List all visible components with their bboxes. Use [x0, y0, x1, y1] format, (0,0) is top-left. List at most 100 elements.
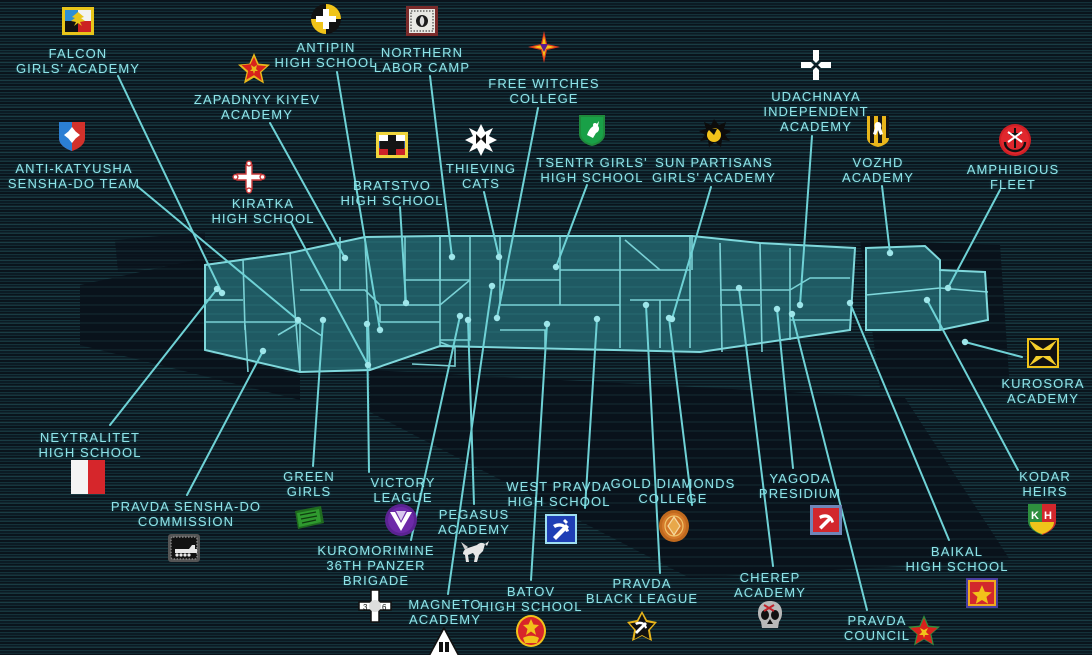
- split-cross-icon[interactable]: [799, 48, 833, 82]
- sun-splatter-icon[interactable]: [697, 118, 731, 152]
- antipin-cross-circle-icon[interactable]: [309, 2, 343, 36]
- svg-text:K: K: [1031, 510, 1039, 522]
- faction-label-pegasus-academy[interactable]: PEGASUS ACADEMY: [438, 507, 510, 537]
- skull-icon[interactable]: [753, 598, 787, 632]
- faction-label-zapadnyy-kiyev-academy[interactable]: ZAPADNYY KIYEV ACADEMY: [193, 92, 321, 122]
- faction-label-victory-league[interactable]: VICTORY LEAGUE: [370, 475, 436, 505]
- faction-label-kodar-heirs[interactable]: KODAR HEIRS: [1019, 469, 1071, 499]
- leader-line-zapadnyy-kiyev-academy: [269, 122, 346, 259]
- faction-label-northern-labor-camp[interactable]: NORTHERN LABOR CAMP: [373, 45, 471, 75]
- faction-label-west-pravda-high-school[interactable]: WEST PRAVDA HIGH SCHOOL: [506, 479, 612, 509]
- baikal-red-plaque-icon[interactable]: [965, 576, 999, 610]
- neytralitet-flag-icon[interactable]: [71, 460, 105, 494]
- malta-shield-icon[interactable]: [55, 118, 89, 152]
- leader-line-batov-high-school: [530, 323, 548, 581]
- faction-label-thieving-cats[interactable]: THIEVING CATS: [445, 161, 517, 191]
- four-point-star-icon[interactable]: [527, 30, 561, 64]
- leader-line-falcon-girls-academy: [117, 75, 223, 294]
- leader-line-pravda-council: [791, 313, 868, 611]
- leader-dot-group: [213, 249, 969, 369]
- black-league-icon[interactable]: [625, 610, 659, 644]
- faction-label-batov-high-school[interactable]: BATOV HIGH SCHOOL: [479, 584, 583, 614]
- leader-dot-bratstvo-high-school: [402, 299, 410, 307]
- labor-camp-stamp-icon[interactable]: [405, 4, 439, 38]
- pravda-star-icon[interactable]: [907, 614, 941, 648]
- leader-line-vozhd-academy: [881, 185, 891, 254]
- faction-label-amphibious-fleet[interactable]: AMPHIBIOUS FLEET: [966, 162, 1060, 192]
- anchor-red-circle-icon[interactable]: [998, 123, 1032, 157]
- leader-dot-yagoda-presidium: [773, 305, 781, 313]
- leader-dot-northern-labor-camp: [448, 253, 456, 261]
- leader-dot-batov-high-school: [543, 320, 551, 328]
- falcon-banner-icon[interactable]: [61, 4, 95, 38]
- leader-dot-kuromorimine-36th-panzer-brigade: [456, 312, 464, 320]
- red-star-gold-icon[interactable]: [237, 52, 271, 86]
- leader-line-anti-katyusha-sensha-do-team: [136, 185, 299, 321]
- leader-line-kodar-heirs: [926, 299, 1019, 471]
- faction-label-pravda-council[interactable]: PRAVDA COUNCIL: [843, 613, 911, 643]
- leader-dot-baikal-high-school: [846, 299, 854, 307]
- ornate-cross-icon[interactable]: [232, 160, 266, 194]
- faction-label-free-witches-college[interactable]: FREE WITCHES COLLEGE: [488, 76, 600, 106]
- faction-label-yagoda-presidium[interactable]: YAGODA PRESIDIUM: [758, 471, 842, 501]
- faction-label-bratstvo-high-school[interactable]: BRATSTVO HIGH SCHOOL: [340, 178, 444, 208]
- faction-label-cherep-academy[interactable]: CHEREP ACADEMY: [734, 570, 806, 600]
- leader-dot-amphibious-fleet: [944, 284, 952, 292]
- leader-line-yagoda-presidium: [776, 308, 794, 469]
- leader-line-tsentr-girls-high-school: [555, 184, 588, 268]
- faction-label-kiratka-high-school[interactable]: KIRATKA HIGH SCHOOL: [211, 196, 315, 226]
- bratstvo-iron-cross-icon[interactable]: [375, 128, 409, 162]
- leader-dot-pravda-sensha-do-commission: [259, 347, 267, 355]
- leader-line-udachnaya-independent-academy: [799, 135, 813, 306]
- gold-diamond-icon[interactable]: [657, 509, 691, 543]
- faction-label-vozhd-academy[interactable]: VOZHD ACADEMY: [842, 155, 914, 185]
- leader-dot-neytralitet-high-school: [213, 285, 221, 293]
- tank-plaque-icon[interactable]: [167, 531, 201, 565]
- faction-label-udachnaya-independent-academy[interactable]: UDACHNAYA INDEPENDENT ACADEMY: [763, 89, 869, 134]
- leader-dot-gold-diamonds-college: [665, 314, 673, 322]
- shadow-landmass: [80, 232, 1010, 578]
- leader-line-group: [109, 71, 1023, 611]
- pegasus-icon[interactable]: [457, 535, 491, 569]
- batov-red-oval-icon[interactable]: [514, 614, 548, 648]
- faction-label-gold-diamonds-college[interactable]: GOLD DIAMONDS COLLEGE: [610, 476, 736, 506]
- leader-dot-cherep-academy: [735, 284, 743, 292]
- rider-green-shield-icon[interactable]: [575, 113, 609, 147]
- faction-label-kuromorimine-36th-panzer-brigade[interactable]: KUROMORIMINE 36TH PANZER BRIGADE: [317, 543, 435, 588]
- faction-label-pravda-black-league[interactable]: PRAVDA BLACK LEAGUE: [585, 576, 699, 606]
- svg-text:3: 3: [363, 603, 368, 612]
- hammer-sickle-blue-icon[interactable]: [544, 512, 578, 546]
- magneto-triangle-icon[interactable]: [427, 626, 461, 655]
- green-book-icon[interactable]: [292, 501, 326, 535]
- leader-line-bratstvo-high-school: [399, 206, 407, 304]
- faction-label-falcon-girls-academy[interactable]: FALCON GIRLS' ACADEMY: [15, 46, 141, 76]
- territory-main-block: [204, 235, 857, 374]
- leader-line-sun-partisans-girls-academy: [671, 186, 712, 320]
- kurosora-iron-cross-icon[interactable]: [1026, 336, 1060, 370]
- yagoda-red-plaque-icon[interactable]: [809, 503, 843, 537]
- faction-label-tsentr-girls-high-school[interactable]: TSENTR GIRLS' HIGH SCHOOL: [536, 155, 648, 185]
- faction-label-green-girls[interactable]: GREEN GIRLS: [283, 469, 335, 499]
- leader-dot-pegasus-academy: [464, 316, 472, 324]
- faction-label-kurosora-academy[interactable]: KUROSORA ACADEMY: [1001, 376, 1085, 406]
- leader-dot-anti-katyusha-sensha-do-team: [294, 316, 302, 324]
- faction-label-sun-partisans-girls-academy[interactable]: SUN PARTISANS GIRLS' ACADEMY: [651, 155, 777, 185]
- leader-dot-udachnaya-independent-academy: [796, 301, 804, 309]
- faction-label-baikal-high-school[interactable]: BAIKAL HIGH SCHOOL: [905, 544, 1009, 574]
- faction-label-neytralitet-high-school[interactable]: NEYTRALITET HIGH SCHOOL: [38, 430, 142, 460]
- faction-label-anti-katyusha-sensha-do-team[interactable]: ANTI-KATYUSHA SENSHA-DO TEAM: [7, 161, 141, 191]
- vozhd-banner-icon[interactable]: [861, 114, 895, 148]
- leader-dot-magneto-academy: [488, 282, 496, 290]
- faction-label-antipin-high-school[interactable]: ANTIPIN HIGH SCHOOL: [274, 40, 378, 70]
- leader-line-thieving-cats: [483, 191, 500, 258]
- leader-dot-victory-league: [363, 320, 371, 328]
- cat-burst-icon[interactable]: [464, 122, 498, 156]
- faction-label-magneto-academy[interactable]: MAGNETO ACADEMY: [408, 597, 482, 627]
- faction-label-pravda-sensha-do-commission[interactable]: PRAVDA SENSHA-DO COMMISSION: [110, 499, 262, 529]
- leader-line-northern-labor-camp: [429, 75, 453, 258]
- victory-v-icon[interactable]: [384, 503, 418, 537]
- leader-line-pegasus-academy: [467, 319, 475, 505]
